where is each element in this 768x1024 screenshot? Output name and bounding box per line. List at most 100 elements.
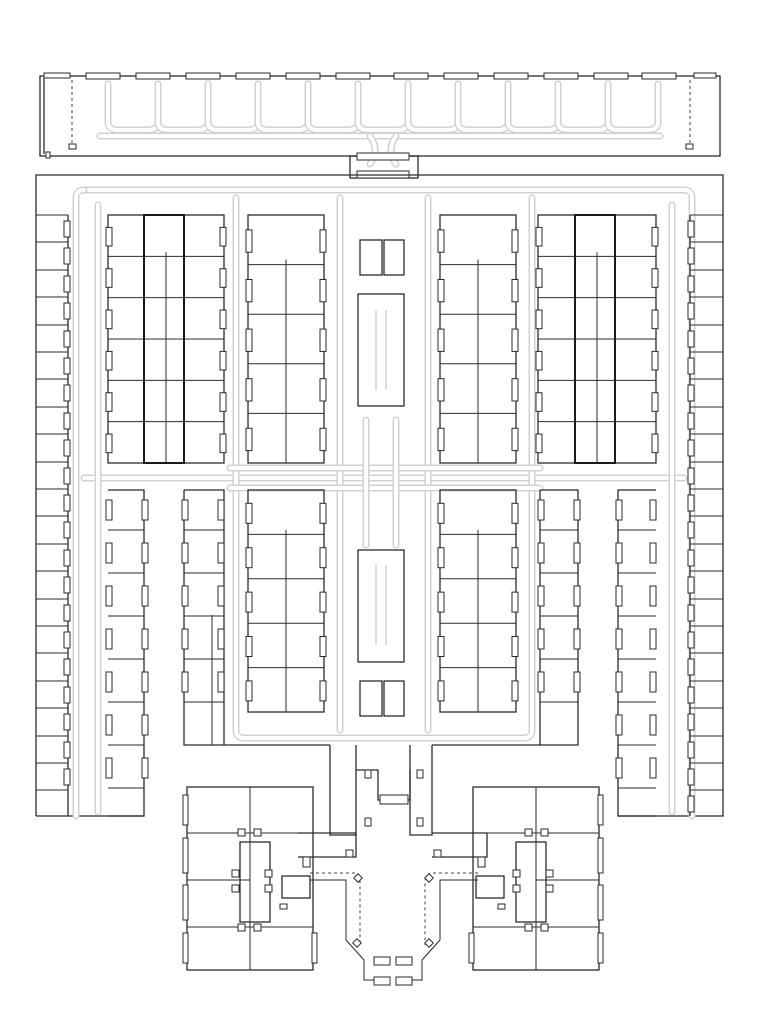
- wing-door: [105, 499, 113, 521]
- top-door: [135, 72, 171, 80]
- wing-door: [217, 628, 225, 650]
- wing-door: [105, 628, 113, 650]
- wing-door: [141, 671, 149, 693]
- edge-room-door: [687, 576, 695, 594]
- wing-door: [535, 392, 543, 412]
- main-ring-corridor: [80, 186, 696, 820]
- wing-door: [651, 309, 659, 330]
- wing-door: [437, 229, 445, 253]
- wing-door: [573, 671, 581, 693]
- top-bay-connector: [104, 80, 162, 134]
- edge-room-door: [687, 768, 695, 786]
- lower-left-wing: [105, 489, 225, 817]
- wing-door: [437, 328, 445, 352]
- wing-door: [245, 378, 253, 402]
- edge-room-door: [63, 658, 71, 676]
- wing-door: [319, 591, 327, 613]
- wing-door: [649, 499, 657, 521]
- wing-door: [319, 547, 327, 569]
- wing-door: [245, 591, 253, 613]
- wing-door: [651, 350, 659, 371]
- upper-right-core: [574, 214, 616, 464]
- wing-door: [437, 636, 445, 658]
- top-bay-connector: [154, 80, 212, 134]
- central-service-bottom: [357, 549, 405, 717]
- upper-wing-blocks: [105, 214, 659, 464]
- top-building-connectors: [96, 80, 664, 168]
- central-service-top: [357, 239, 405, 407]
- edge-room-door: [63, 467, 71, 485]
- bottom-right-pod: [468, 786, 604, 971]
- wing-door: [615, 499, 623, 521]
- wing-door: [511, 328, 519, 352]
- edge-room-door: [687, 686, 695, 704]
- wing-door: [105, 350, 113, 371]
- top-bay-connector: [504, 80, 562, 134]
- edge-room-door: [63, 549, 71, 567]
- edge-room-door: [63, 384, 71, 402]
- wing-door: [615, 671, 623, 693]
- wing-door: [217, 542, 225, 564]
- lower-center-left-wing: [245, 489, 327, 713]
- edge-room-door: [63, 521, 71, 539]
- wing-door: [649, 542, 657, 564]
- wing-door: [105, 757, 113, 779]
- cross-corridor: [226, 464, 544, 492]
- wing-door: [535, 226, 543, 247]
- wing-door: [245, 427, 253, 452]
- edge-room-door: [63, 631, 71, 649]
- wing-door: [245, 680, 253, 702]
- wing-door: [651, 433, 659, 454]
- wing-door: [245, 547, 253, 569]
- wing-door: [181, 628, 189, 650]
- top-bay-connector: [604, 80, 662, 134]
- central-link: [362, 416, 400, 549]
- wing-door: [511, 636, 519, 658]
- top-door: [593, 72, 629, 80]
- wing-door: [217, 499, 225, 521]
- wing-door: [105, 309, 113, 330]
- wing-door: [649, 757, 657, 779]
- edge-room-door: [63, 439, 71, 457]
- wing-door: [615, 714, 623, 736]
- wing-door: [437, 547, 445, 569]
- wing-door: [511, 591, 519, 613]
- wing-door: [319, 502, 327, 524]
- wing-door: [105, 542, 113, 564]
- top-door: [43, 72, 71, 79]
- edge-room-door: [687, 631, 695, 649]
- wing-door: [535, 350, 543, 371]
- top-bay-connector: [204, 80, 262, 134]
- wing-door: [141, 542, 149, 564]
- edge-room-door: [687, 220, 695, 238]
- top-door: [185, 72, 221, 80]
- top-bay-connector: [304, 80, 362, 134]
- wing-door: [181, 542, 189, 564]
- side-corridor: [94, 201, 676, 816]
- edge-room-door: [63, 247, 71, 265]
- edge-room-door: [687, 494, 695, 512]
- edge-room-door: [687, 604, 695, 622]
- wing-door: [105, 714, 113, 736]
- top-bay-connector: [554, 80, 612, 134]
- wing-door: [141, 585, 149, 607]
- edge-room-door: [687, 384, 695, 402]
- upper-center-left-wing: [245, 214, 327, 464]
- edge-room-door: [687, 521, 695, 539]
- top-door: [285, 72, 321, 80]
- wing-door: [105, 585, 113, 607]
- wing-door: [615, 542, 623, 564]
- top-building-doors: [43, 72, 717, 80]
- top-bay-connector: [354, 80, 412, 134]
- wing-door: [219, 433, 227, 454]
- wing-door: [219, 309, 227, 330]
- wing-door: [511, 547, 519, 569]
- top-door: [335, 72, 371, 80]
- top-door: [493, 72, 529, 80]
- edge-room-door: [687, 275, 695, 293]
- wing-door: [219, 268, 227, 288]
- wing-door: [511, 278, 519, 303]
- upper-left-core: [143, 214, 185, 464]
- edge-room-door: [63, 576, 71, 594]
